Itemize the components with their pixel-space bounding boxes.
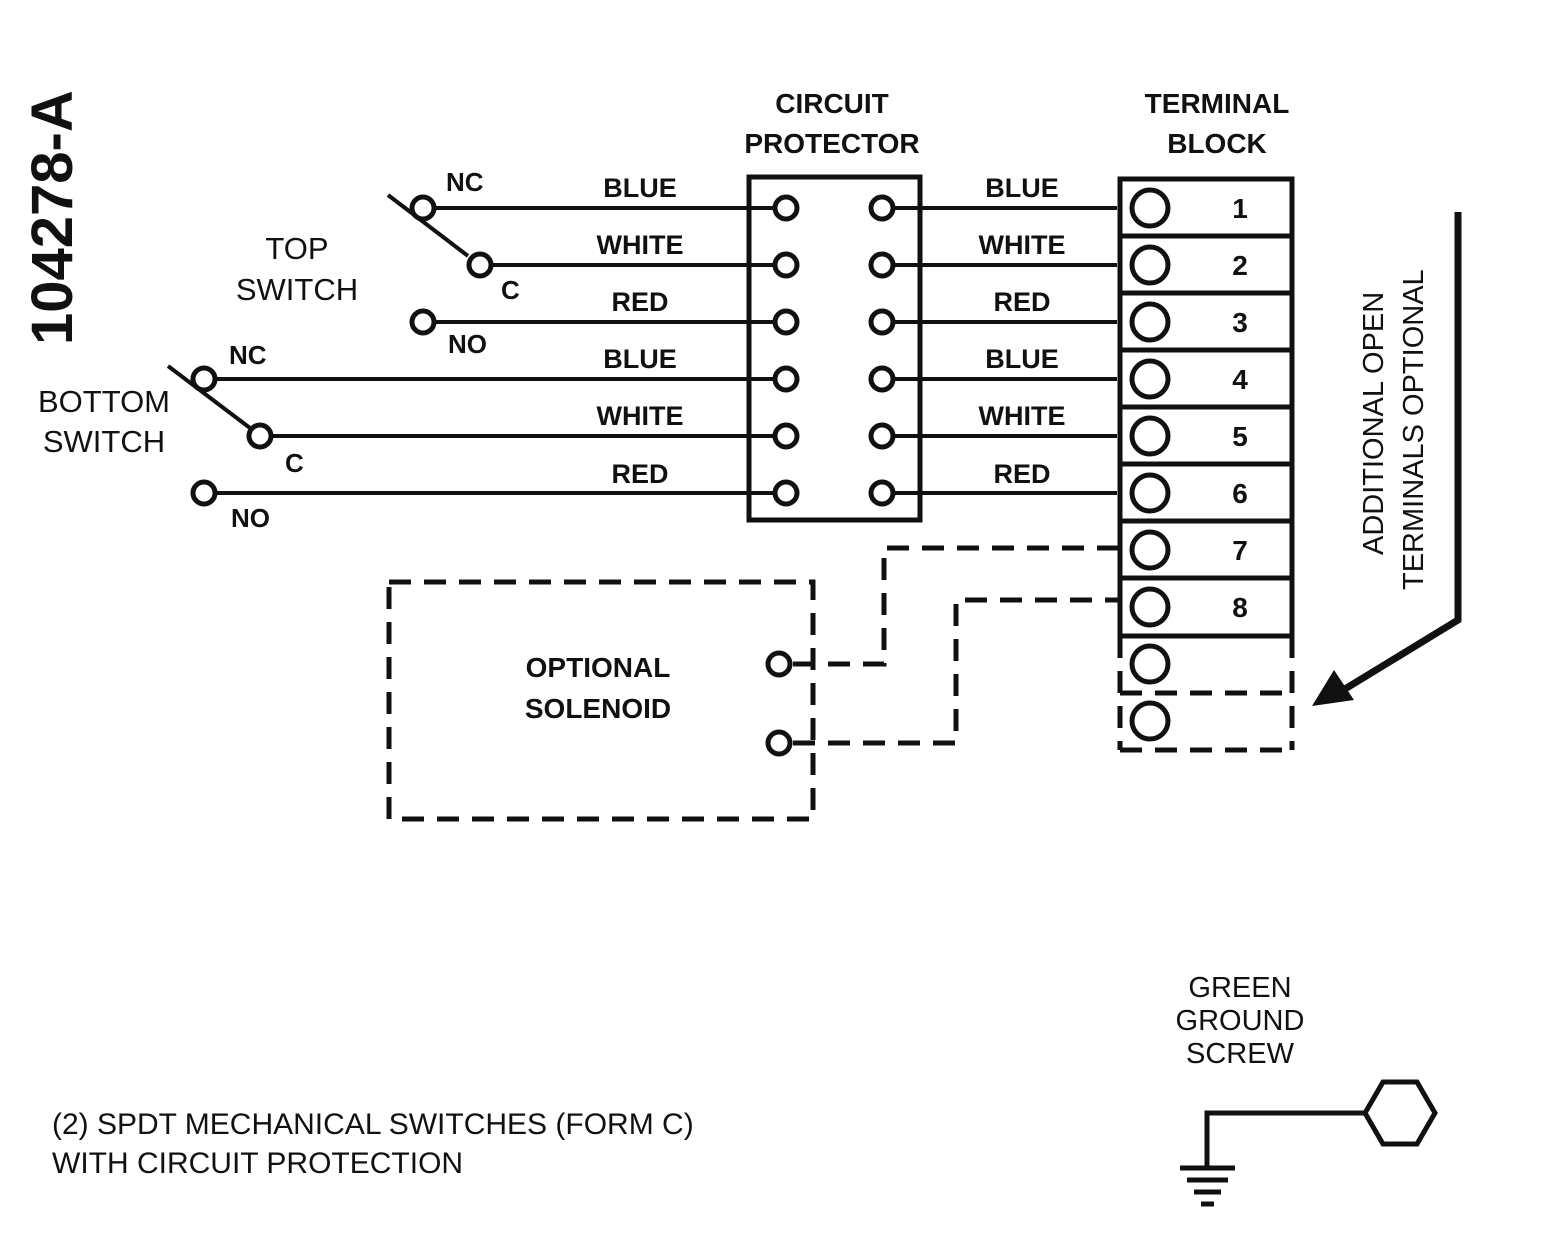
cp-terminal-out-3: [868, 308, 896, 336]
terminal-block-label-line2: BLOCK: [1167, 128, 1267, 159]
additional-label-line2: TERMINALS OPTIONAL: [1398, 269, 1430, 590]
footnote-line2: WITH CIRCUIT PROTECTION: [52, 1147, 463, 1180]
optional-solenoid: OPTIONAL SOLENOID: [386, 545, 1118, 822]
bottom-switch-lever: [166, 364, 252, 430]
terminal-screw-7: [1129, 529, 1171, 571]
circuit-protector-box: [746, 174, 923, 523]
cp-terminal-out-1: [868, 194, 896, 222]
terminal-number-1: 1: [1232, 193, 1248, 224]
top-switch-no-label: NO: [448, 329, 487, 359]
wire-label-right-6: RED: [993, 459, 1050, 489]
cp-terminal-out-5: [868, 422, 896, 450]
top-switch-lever: [386, 193, 470, 258]
wire-label-left-1: BLUE: [603, 173, 677, 203]
wire-label-right-3: RED: [993, 287, 1050, 317]
cp-terminal-out-4: [868, 365, 896, 393]
bottom-switch-c-label: C: [285, 448, 304, 478]
pointer-arrow-line: [1338, 212, 1462, 695]
footnote-line1: (2) SPDT MECHANICAL SWITCHES (FORM C): [52, 1108, 694, 1141]
bottom-switch: BOTTOM SWITCH NC C NO: [38, 340, 304, 533]
wire-label-right-2: WHITE: [979, 230, 1066, 260]
wire-label-right-1: BLUE: [985, 173, 1059, 203]
terminal-block-label-line1: TERMINAL: [1145, 88, 1290, 119]
top-switch-nc-terminal: [409, 194, 437, 222]
terminal-number-4: 4: [1232, 364, 1248, 395]
cp-terminal-in-6: [772, 479, 800, 507]
top-switch-nc-label: NC: [446, 167, 484, 197]
terminal-number-6: 6: [1232, 478, 1248, 509]
green-ground-screw: GREEN GROUND SCREW: [1176, 972, 1438, 1207]
terminal-screw-4: [1129, 358, 1171, 400]
cp-terminal-out-2: [868, 251, 896, 279]
solenoid-label-line1: OPTIONAL: [526, 652, 671, 683]
top-switch-c-label: C: [501, 275, 520, 305]
top-switch-no-terminal: [409, 308, 437, 336]
terminal-screw-1: [1129, 187, 1171, 229]
ground-label-line1: GREEN: [1188, 972, 1291, 1004]
solenoid-label-line2: SOLENOID: [525, 693, 671, 724]
terminal-number-8: 8: [1232, 592, 1248, 623]
bottom-switch-no-terminal: [190, 479, 218, 507]
bottom-switch-c-terminal: [246, 422, 274, 450]
ground-label-line3: SCREW: [1186, 1038, 1295, 1070]
solenoid-terminal-2: [765, 729, 793, 757]
additional-terminals-note: ADDITIONAL OPEN TERMINALS OPTIONAL: [1312, 212, 1462, 706]
bottom-switch-nc-label: NC: [229, 340, 267, 370]
pointer-arrow-head: [1312, 670, 1354, 706]
terminal-screw-5: [1129, 415, 1171, 457]
solenoid-wire-8: [793, 597, 1118, 746]
bottom-switch-label-line1: BOTTOM: [38, 384, 170, 419]
ground-wire: [1204, 1110, 1365, 1166]
solenoid-outline: [386, 579, 816, 822]
cp-terminal-in-5: [772, 422, 800, 450]
document-number: 104278-A: [20, 90, 85, 345]
wire-label-left-6: RED: [611, 459, 668, 489]
wire-label-left-5: WHITE: [597, 401, 684, 431]
cp-terminal-in-2: [772, 251, 800, 279]
bottom-switch-no-label: NO: [231, 503, 270, 533]
additional-label-line1: ADDITIONAL OPEN: [1358, 292, 1390, 555]
terminal-number-5: 5: [1232, 421, 1248, 452]
wire-label-left-4: BLUE: [603, 344, 677, 374]
wire-label-left-2: WHITE: [597, 230, 684, 260]
terminal-screw-8: [1129, 586, 1171, 628]
terminal-number-3: 3: [1232, 307, 1248, 338]
terminal-screw-6: [1129, 472, 1171, 514]
terminal-block: 1 2 3 4 5 6 7 8: [1117, 176, 1295, 753]
hex-screw-icon: [1362, 1079, 1438, 1147]
terminal-number-2: 2: [1232, 250, 1248, 281]
bottom-switch-nc-terminal: [190, 365, 218, 393]
wire-label-left-3: RED: [611, 287, 668, 317]
top-switch-label-line1: TOP: [265, 231, 328, 266]
terminal-number-7: 7: [1232, 535, 1248, 566]
circuit-protector-terminals: [772, 194, 896, 507]
cp-terminal-in-3: [772, 308, 800, 336]
top-switch: TOP SWITCH NC C NO: [236, 167, 520, 359]
circuit-protector-label-line1: CIRCUIT: [775, 88, 889, 119]
cp-terminal-in-4: [772, 365, 800, 393]
top-switch-label-line2: SWITCH: [236, 272, 358, 307]
terminal-screw-optional-10: [1129, 700, 1171, 742]
bottom-switch-label-line2: SWITCH: [43, 424, 165, 459]
solenoid-terminal-1: [765, 650, 793, 678]
terminal-screw-2: [1129, 244, 1171, 286]
top-switch-c-terminal: [466, 251, 494, 279]
solenoid-wire-7: [793, 545, 1118, 667]
wire-label-right-5: WHITE: [979, 401, 1066, 431]
cp-terminal-in-1: [772, 194, 800, 222]
wire-label-right-4: BLUE: [985, 344, 1059, 374]
terminal-screw-3: [1129, 301, 1171, 343]
terminal-screw-optional-9: [1129, 643, 1171, 685]
cp-terminal-out-6: [868, 479, 896, 507]
ground-label-line2: GROUND: [1176, 1005, 1305, 1037]
circuit-protector-label-line2: PROTECTOR: [744, 128, 919, 159]
